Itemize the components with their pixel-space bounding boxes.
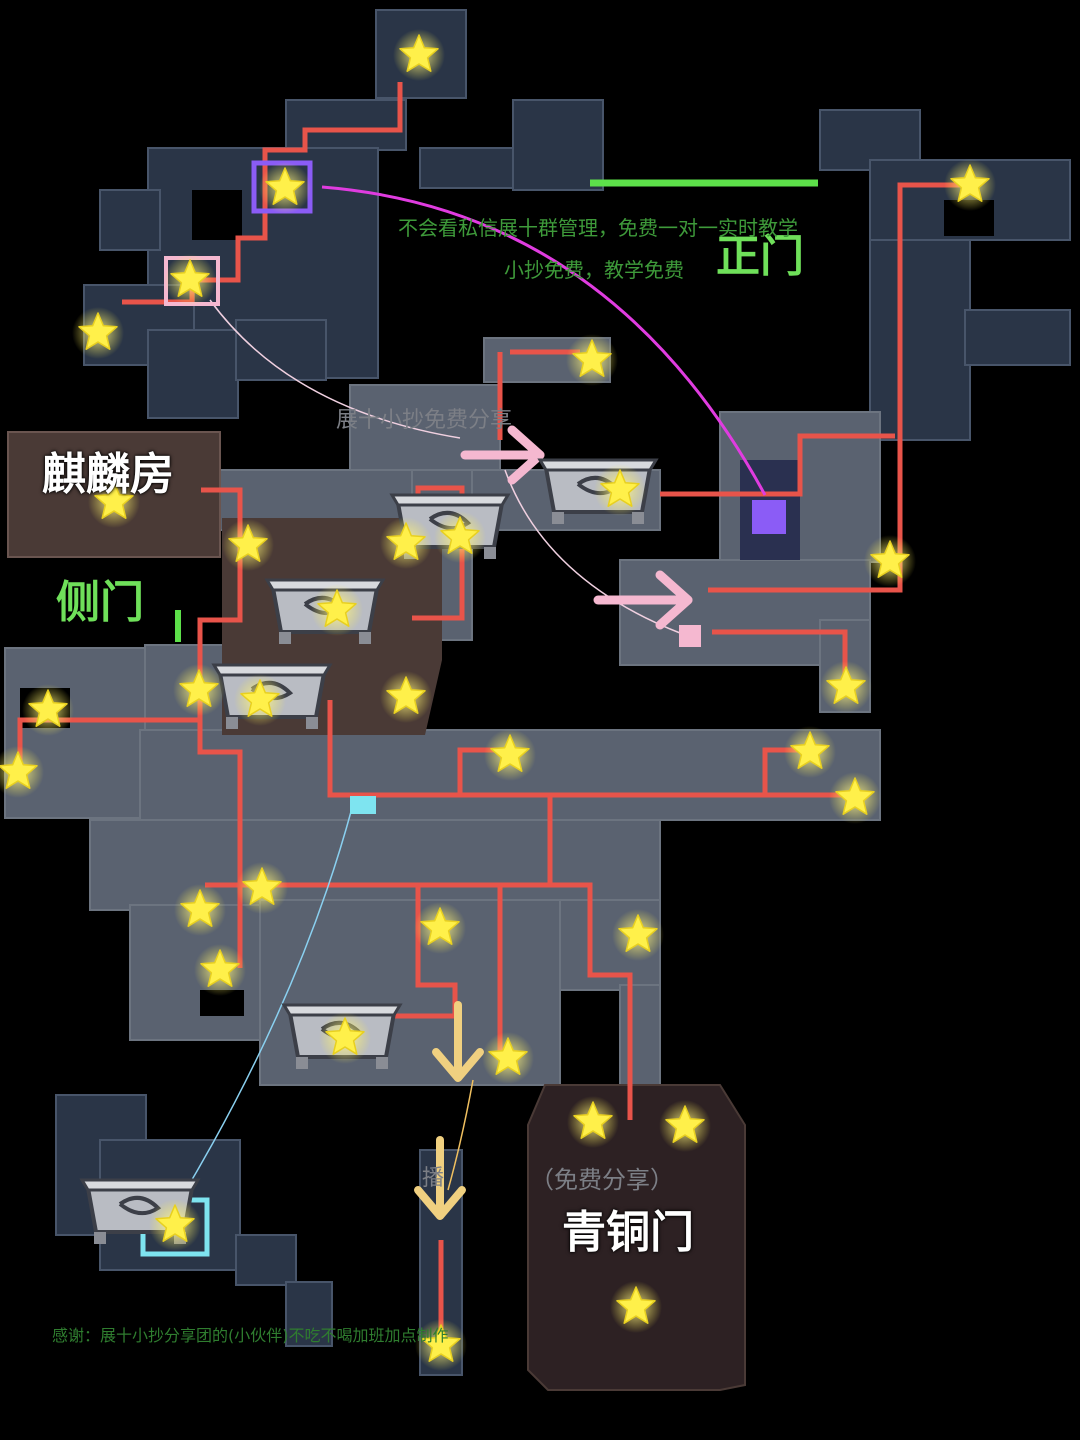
qilin-room-label: 麒麟房 xyxy=(42,449,174,500)
star-icon xyxy=(380,671,432,723)
free-share-label: （免费分享） xyxy=(530,1166,674,1194)
cyan-target-block xyxy=(350,796,376,814)
purple-link-curve xyxy=(321,185,767,496)
arrow-right-icon xyxy=(460,425,545,485)
star-icon xyxy=(164,254,216,306)
star-icon xyxy=(194,944,246,996)
purple-target-block xyxy=(752,500,786,534)
star-icon xyxy=(434,511,486,563)
star-icon xyxy=(380,517,432,569)
main-door-label: 正门 xyxy=(716,231,804,282)
pink-link-curve-2 xyxy=(504,469,681,634)
broadcast-text: 播 xyxy=(422,1166,445,1191)
star-icon xyxy=(484,729,536,781)
star-icon xyxy=(173,664,225,716)
star-icon xyxy=(88,476,140,528)
side-door-label: 侧门 xyxy=(56,577,144,628)
pink-link-curve-1 xyxy=(209,299,461,439)
star-icon xyxy=(414,902,466,954)
star-icon xyxy=(236,862,288,914)
star-icon xyxy=(393,29,445,81)
star-icon xyxy=(864,535,916,587)
star-icon xyxy=(0,746,44,798)
star-icon xyxy=(482,1032,534,1084)
star-icon xyxy=(259,162,311,214)
star-icon xyxy=(567,1096,619,1148)
star-icon xyxy=(829,772,881,824)
top-notice-line2: 小抄免费，教学免费 xyxy=(504,258,684,282)
nw-void xyxy=(192,190,242,240)
bronze-door-hall xyxy=(527,1084,746,1391)
star-icon xyxy=(566,334,618,386)
arrow-down-icon xyxy=(432,1001,484,1082)
star-icon xyxy=(72,307,124,359)
arrow-right-icon xyxy=(593,570,693,630)
star-icon xyxy=(149,1199,201,1251)
star-icon xyxy=(944,159,996,211)
arrow-down-icon xyxy=(414,1136,466,1220)
e-void xyxy=(912,535,946,587)
yellow-link-curve xyxy=(447,1079,474,1191)
star-icon xyxy=(594,464,646,516)
pink-target-block xyxy=(679,625,701,647)
credit-text: 感谢：展十小抄分享团的(小伙伴)不吃不喝加班加点制作 xyxy=(52,1326,449,1345)
star-icon xyxy=(174,884,226,936)
star-icon xyxy=(612,909,664,961)
star-icon xyxy=(311,584,363,636)
watermark-text: 展十小抄免费分享 xyxy=(336,408,513,433)
star-icon xyxy=(22,684,74,736)
star-icon xyxy=(820,661,872,713)
star-icon xyxy=(319,1012,371,1064)
star-icon xyxy=(222,519,274,571)
star-icon xyxy=(610,1281,662,1333)
star-icon xyxy=(659,1100,711,1152)
star-layer xyxy=(0,29,996,1371)
star-icon xyxy=(415,1319,467,1371)
top-notice-line1: 不会看私信展十群管理，免费一对一实时教学 xyxy=(398,216,798,240)
bronze-door-label: 青铜门 xyxy=(562,1207,694,1258)
star-icon xyxy=(784,726,836,778)
room-cluster-northeast xyxy=(819,109,1071,441)
star-icon xyxy=(234,674,286,726)
cyan-link-curve xyxy=(179,807,353,1201)
